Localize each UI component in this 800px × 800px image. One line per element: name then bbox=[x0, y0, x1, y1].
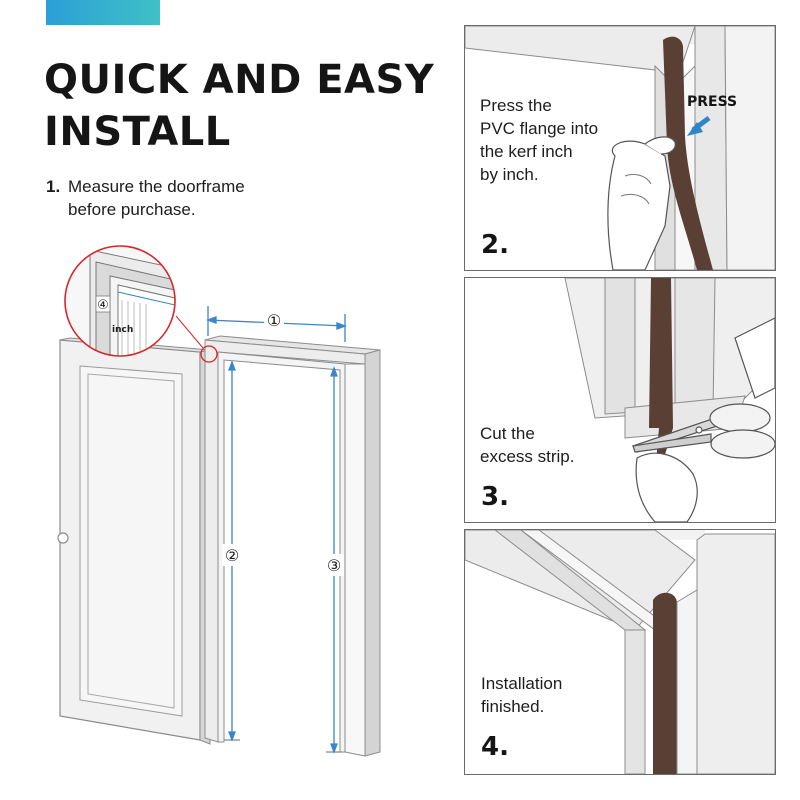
measure-marker-2: ② bbox=[225, 546, 239, 565]
step-3-panel: Cut the excess strip. 3. bbox=[464, 277, 776, 523]
step-3-line-1: Cut the bbox=[480, 424, 535, 443]
step-1-line-2: before purchase. bbox=[68, 200, 196, 219]
zoom-target-circle bbox=[200, 345, 218, 363]
finished-illustration bbox=[465, 530, 775, 774]
seal-strip bbox=[649, 278, 673, 472]
step-2-line-1: Press the bbox=[480, 96, 552, 115]
step-4-line-2: finished. bbox=[481, 697, 545, 716]
press-illustration bbox=[465, 26, 775, 270]
press-arrow-icon bbox=[687, 116, 711, 136]
press-callout: PRESS bbox=[687, 94, 738, 110]
step-2-line-4: by inch. bbox=[480, 165, 539, 184]
step-4-panel: Installation finished. 4. bbox=[464, 529, 776, 775]
step-4-number: 4. bbox=[481, 732, 509, 762]
measurement-lines bbox=[206, 306, 347, 754]
zoom-detail: ④ inch bbox=[64, 245, 176, 357]
step-1-line-1: Measure the doorframe bbox=[68, 177, 245, 196]
measure-marker-3: ③ bbox=[327, 556, 341, 575]
step-2-line-3: the kerf inch bbox=[480, 142, 573, 161]
cut-illustration bbox=[564, 278, 775, 522]
measure-marker-1: ① bbox=[267, 311, 281, 330]
zoom-marker-4: ④ bbox=[97, 298, 109, 313]
step-1-number: 1. bbox=[46, 177, 61, 196]
step-2-line-2: PVC flange into bbox=[480, 119, 599, 138]
title-line-1: QUICK AND EASY bbox=[44, 57, 435, 103]
step-2-number: 2. bbox=[481, 230, 509, 260]
doorframe-illustration bbox=[204, 335, 381, 757]
zoom-unit-label: inch bbox=[112, 325, 133, 335]
doorframe-diagram: ① ② ③ ④ inch bbox=[57, 245, 381, 757]
step-2-panel: PRESS Press the PVC flange into the kerf… bbox=[464, 25, 776, 271]
step-4-line-1: Installation bbox=[481, 674, 563, 693]
step-4-text: Installation finished. bbox=[481, 672, 562, 718]
title-line-2: INSTALL bbox=[44, 109, 231, 155]
step-2-text: Press the PVC flange into the kerf inch … bbox=[480, 94, 598, 186]
page-title: QUICK AND EASY INSTALL bbox=[44, 54, 434, 158]
step-3-line-2: excess strip. bbox=[480, 447, 575, 466]
door-illustration bbox=[57, 337, 211, 745]
accent-bar bbox=[46, 0, 160, 25]
seal-strip bbox=[653, 592, 677, 774]
step-3-text: Cut the excess strip. bbox=[480, 422, 574, 468]
step-1-instruction: 1. Measure the doorframe before purchase. bbox=[46, 175, 245, 221]
step-3-number: 3. bbox=[481, 482, 509, 512]
door-knob-icon bbox=[57, 532, 69, 544]
seal-strip bbox=[663, 36, 713, 270]
scissors-icon bbox=[632, 403, 775, 459]
